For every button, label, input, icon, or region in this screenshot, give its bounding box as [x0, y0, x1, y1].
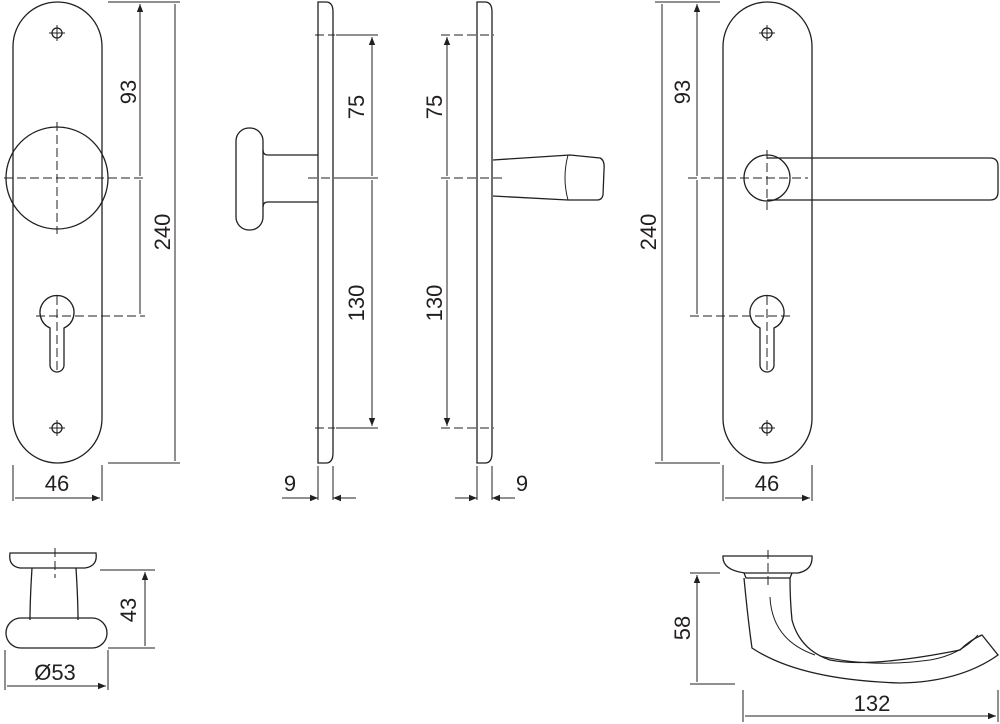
knob-side-view: 75 130 9	[235, 1, 378, 502]
screw-icon	[759, 420, 775, 436]
dim-240: 240	[636, 214, 661, 251]
dim-75: 75	[344, 95, 369, 119]
screw-icon	[759, 25, 775, 41]
dim-diameter-53: Ø53	[34, 660, 76, 685]
keyhole-cylinder	[39, 294, 75, 373]
knob-profile-view: 43 Ø53	[4, 548, 155, 690]
lever-side-view: 75 130 9	[422, 1, 605, 502]
dim-130: 130	[344, 285, 369, 322]
dim-46: 46	[755, 471, 779, 496]
screw-icon	[49, 420, 65, 436]
dim-93: 93	[116, 80, 141, 104]
dim-9: 9	[284, 471, 296, 496]
lever-handle	[767, 157, 999, 201]
dim-93: 93	[670, 80, 695, 104]
dim-43: 43	[116, 598, 141, 622]
keyhole-cylinder	[749, 294, 785, 373]
screw-icon	[49, 25, 65, 41]
dim-130: 130	[422, 285, 447, 322]
lever-front-view: 93 240 46	[636, 2, 999, 501]
knob-grip	[235, 127, 264, 231]
dim-9: 9	[516, 471, 528, 496]
dim-132: 132	[854, 691, 891, 716]
dim-240: 240	[150, 214, 175, 251]
dim-75: 75	[422, 95, 447, 119]
dim-58: 58	[670, 616, 695, 640]
dim-46: 46	[45, 471, 69, 496]
knob-front-view: 93 240 46	[4, 2, 180, 501]
lever-profile-view: 58 132	[670, 550, 998, 722]
